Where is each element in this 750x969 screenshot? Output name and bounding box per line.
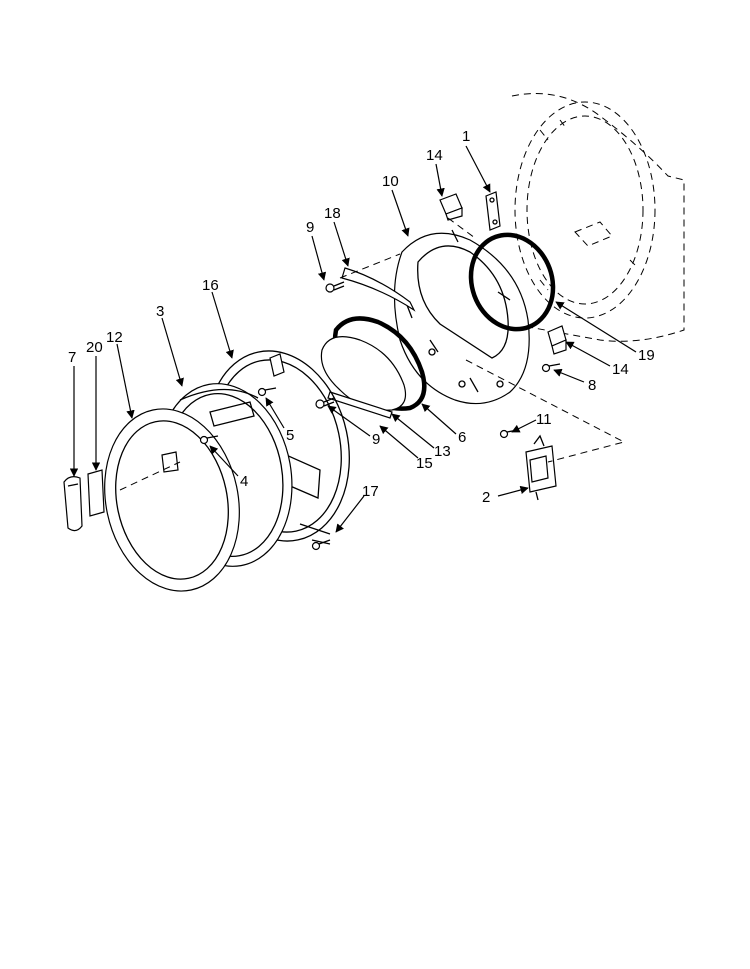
part-latch-plate-upper [439, 193, 476, 239]
callout-7: 7 [68, 349, 76, 366]
callout-9-lower: 9 [372, 431, 380, 448]
screw-17 [311, 539, 331, 551]
screw-9-lower [315, 397, 335, 409]
callout-16: 16 [202, 277, 219, 294]
part-inner-glass [320, 336, 407, 411]
part-door-gasket-outer [468, 232, 556, 332]
callout-labels: 1 14 10 18 9 16 3 12 7 20 5 4 9 13 6 15 … [68, 128, 655, 506]
callout-13: 13 [434, 443, 451, 460]
callout-15: 15 [416, 455, 433, 472]
callout-9-upper: 9 [306, 219, 314, 236]
callout-19: 19 [638, 347, 655, 364]
latch-plate-lower [547, 325, 567, 355]
part-door-latch-assembly [465, 359, 626, 501]
screws [199, 253, 567, 551]
cabinet-front-panel [511, 93, 685, 342]
callout-6: 6 [458, 429, 466, 446]
callout-20: 20 [86, 339, 103, 356]
callout-12: 12 [106, 329, 123, 346]
part-inner-door-panel [393, 229, 530, 405]
callout-2: 2 [482, 489, 490, 506]
callout-14-upper: 14 [426, 147, 443, 164]
screw-9-upper [325, 253, 401, 293]
part-hinge-strip [341, 267, 416, 312]
callout-18: 18 [324, 205, 341, 222]
part-trim-strip [327, 391, 393, 419]
callout-1: 1 [462, 128, 470, 145]
screw-11 [499, 429, 519, 439]
callout-14-lower: 14 [612, 361, 629, 378]
screw-4 [199, 435, 219, 445]
callout-4: 4 [240, 473, 248, 490]
callout-10: 10 [382, 173, 399, 190]
part-hinge-bracket [485, 191, 501, 231]
callout-17: 17 [362, 483, 379, 500]
leader-lines [69, 145, 637, 533]
callout-8: 8 [588, 377, 596, 394]
screw-8 [541, 363, 561, 373]
screw-5 [257, 387, 277, 397]
callout-5: 5 [286, 427, 294, 444]
part-handle-insert [87, 469, 105, 517]
part-door-handle [63, 476, 83, 532]
callout-11: 11 [536, 411, 552, 428]
callout-3: 3 [156, 303, 164, 320]
part-door-trim-ring [104, 408, 240, 592]
